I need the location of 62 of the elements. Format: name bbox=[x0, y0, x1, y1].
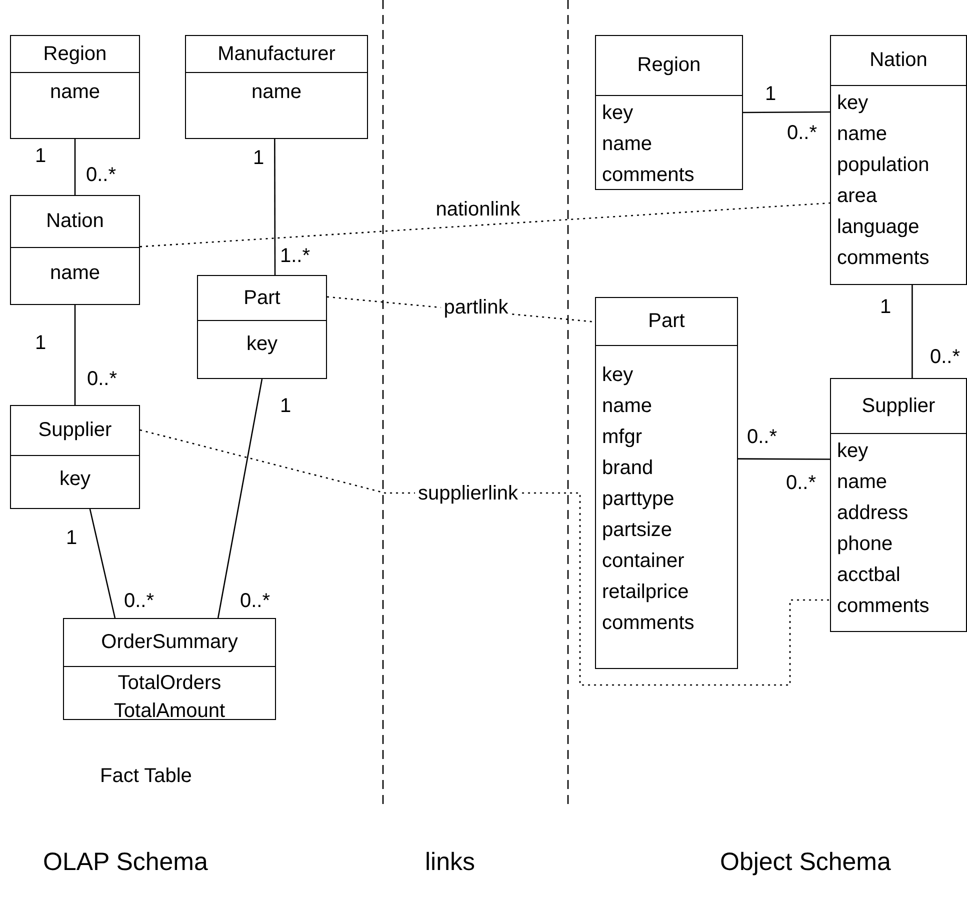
attribute-list: name bbox=[251, 77, 302, 108]
class-box bbox=[197, 275, 327, 379]
multiplicity: 0..* bbox=[787, 122, 818, 145]
link-line bbox=[140, 202, 830, 248]
class-name: Region bbox=[637, 54, 701, 77]
association-line bbox=[74, 305, 76, 405]
multiplicity: 1..* bbox=[280, 245, 310, 268]
edge-label: partlink bbox=[440, 296, 512, 320]
attribute-list: name bbox=[50, 258, 100, 289]
attribute-list: key bbox=[246, 329, 278, 360]
multiplicity: 0..* bbox=[240, 590, 270, 613]
class-name: OrderSummary bbox=[101, 631, 238, 654]
association-line bbox=[912, 285, 913, 378]
class-name: Supplier bbox=[862, 394, 936, 418]
class-box bbox=[595, 35, 743, 190]
attribute-list: key name population area language comments bbox=[837, 88, 930, 274]
edge-label: supplierlink bbox=[414, 482, 522, 506]
class-name: Region bbox=[43, 42, 107, 66]
class-name: Nation bbox=[46, 210, 104, 233]
association-line bbox=[743, 111, 830, 114]
multiplicity: 1 bbox=[765, 83, 776, 106]
multiplicity: 0..* bbox=[786, 472, 816, 495]
multiplicity: 0..* bbox=[87, 368, 118, 391]
class-name: Supplier bbox=[38, 419, 112, 442]
attribute-list: key name comments bbox=[602, 98, 694, 191]
attribute-list: name bbox=[50, 77, 100, 108]
panel-title: links bbox=[425, 848, 476, 877]
class-box bbox=[830, 378, 967, 632]
class-box bbox=[595, 297, 738, 669]
attribute-list: key name address phone acctbal comments bbox=[837, 436, 930, 622]
panel-title: Object Schema bbox=[720, 848, 891, 877]
class-name: Part bbox=[648, 310, 685, 333]
attribute-list: key bbox=[59, 464, 91, 495]
association-line bbox=[217, 378, 263, 618]
node-label: Fact Table bbox=[100, 765, 192, 788]
multiplicity: 0..* bbox=[86, 164, 116, 187]
multiplicity: 1 bbox=[35, 332, 46, 355]
class-box bbox=[63, 618, 276, 720]
panel-title: OLAP Schema bbox=[43, 848, 208, 877]
class-box bbox=[10, 195, 140, 305]
class-name: Part bbox=[244, 286, 280, 310]
multiplicity: 1 bbox=[35, 145, 46, 168]
multiplicity: 0..* bbox=[747, 426, 778, 449]
class-name: Nation bbox=[870, 49, 928, 72]
class-box bbox=[830, 35, 967, 285]
attribute-list: TotalOrders TotalAmount bbox=[114, 669, 226, 725]
class-name: Manufacturer bbox=[218, 42, 336, 66]
association-line bbox=[74, 139, 76, 195]
association-line bbox=[274, 139, 276, 275]
multiplicity: 1 bbox=[280, 395, 292, 418]
association-line bbox=[738, 458, 830, 460]
class-box bbox=[10, 405, 140, 509]
class-box bbox=[185, 35, 368, 139]
multiplicity: 1 bbox=[880, 296, 892, 319]
multiplicity: 1 bbox=[253, 147, 264, 170]
multiplicity: 1 bbox=[66, 527, 78, 550]
class-box bbox=[10, 35, 140, 139]
multiplicity: 0..* bbox=[124, 590, 154, 613]
attribute-list: key name mfgr brand parttype partsize container retailprice comments bbox=[602, 360, 694, 639]
link-line bbox=[140, 429, 830, 686]
multiplicity: 0..* bbox=[930, 346, 960, 369]
association-line bbox=[89, 508, 116, 618]
